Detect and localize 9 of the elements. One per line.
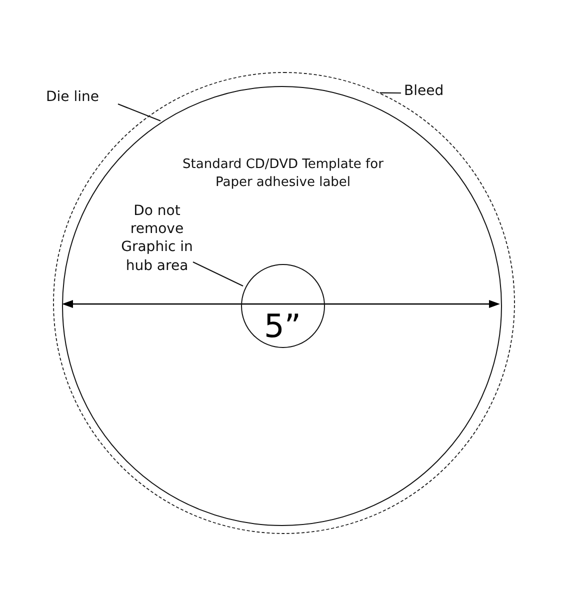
dimension-label: 5”: [264, 310, 301, 342]
leader-line: [380, 92, 401, 94]
template-title: Standard CD/DVD Template for Paper adhesive label: [182, 156, 384, 192]
leader-line: [192, 262, 244, 287]
callout-label: Die line: [46, 88, 122, 106]
callout-label: Do not remove Graphic in hub area: [112, 202, 202, 275]
callout-label: Bleed: [404, 82, 464, 100]
hub-circle: [241, 264, 325, 348]
leader-line: [118, 103, 161, 122]
